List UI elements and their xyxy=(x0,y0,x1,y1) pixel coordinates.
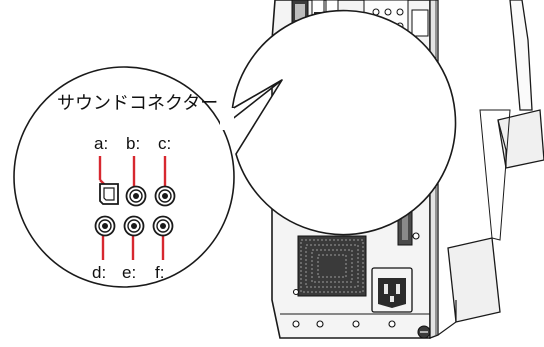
connector-label-c: c: xyxy=(158,134,171,153)
stand-front xyxy=(437,109,511,336)
optical-port-icon xyxy=(99,183,119,205)
screw-icon xyxy=(292,232,420,328)
connector-f xyxy=(152,215,174,237)
connector-e xyxy=(123,215,145,237)
connector-label-a: a: xyxy=(94,134,108,153)
stand-rear xyxy=(497,0,544,169)
connector-b xyxy=(125,185,147,207)
audio-jack-icon xyxy=(152,215,174,237)
fan-vent xyxy=(297,235,367,297)
connector-label-d: d: xyxy=(92,263,106,282)
callout-title: サウンドコネクター xyxy=(57,93,218,113)
connector-label-f: f: xyxy=(155,263,164,282)
audio-jack-icon xyxy=(94,215,116,237)
audio-jack-icon xyxy=(154,185,176,207)
audio-jack-icon xyxy=(125,185,147,207)
audio-jack-icon xyxy=(123,215,145,237)
callout-bubble xyxy=(13,9,457,288)
power-inlet-icon xyxy=(371,267,413,313)
connector-a xyxy=(99,183,119,205)
connector-c xyxy=(154,185,176,207)
connector-label-b: b: xyxy=(126,134,140,153)
connector-label-e: e: xyxy=(122,263,136,282)
connector-d xyxy=(94,215,116,237)
